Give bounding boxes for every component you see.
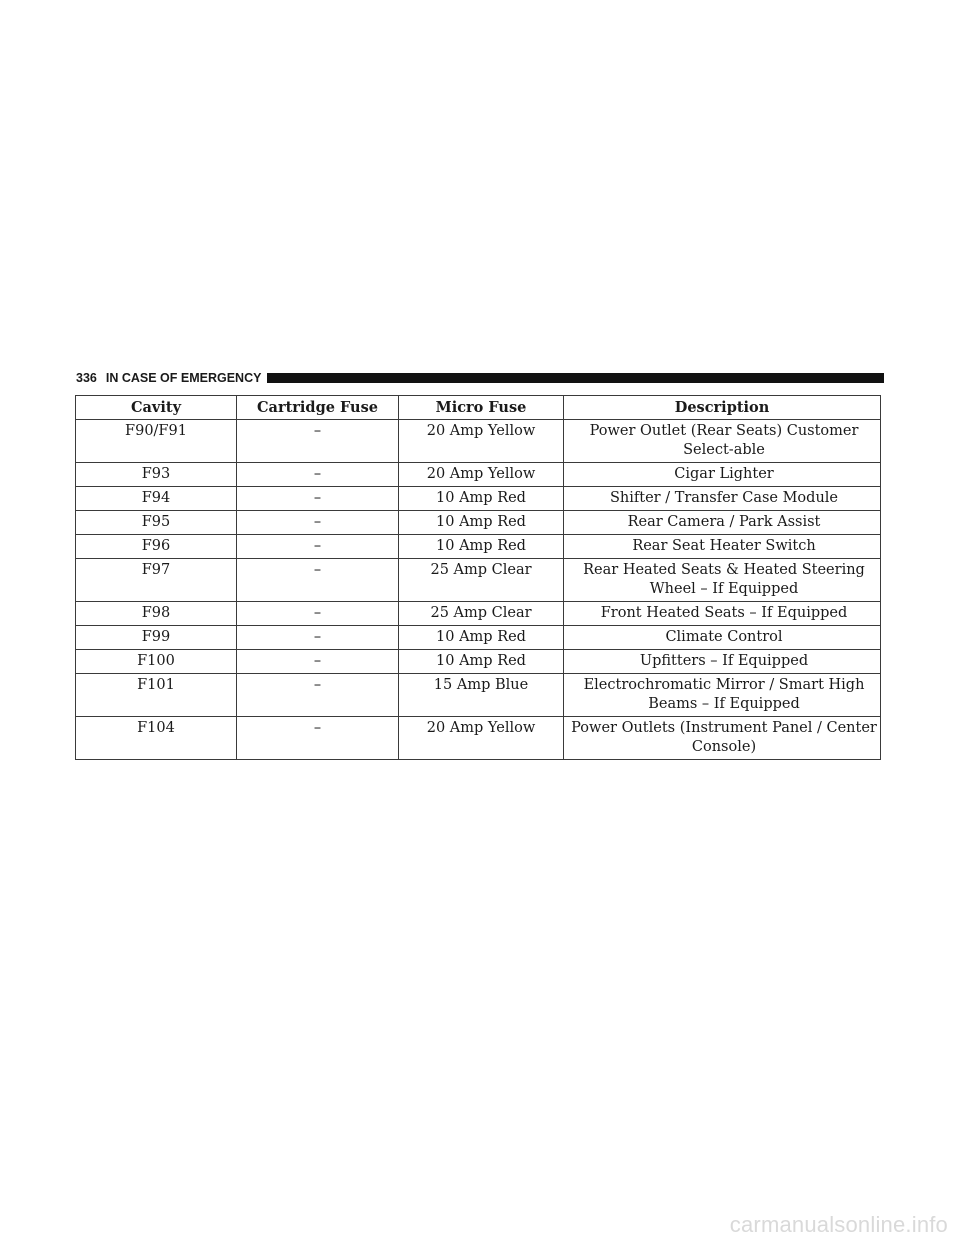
micro-fuse-cell: 25 Amp Clear [398,601,564,626]
table-row: F97 – 25 Amp Clear Rear Heated Seats & H… [75,558,881,602]
cartridge-fuse-cell: – [236,716,399,760]
table-row: F104 – 20 Amp Yellow Power Outlets (Inst… [75,716,881,760]
description-cell: Cigar Lighter [563,462,881,487]
table-row: F96 – 10 Amp Red Rear Seat Heater Switch [75,534,881,559]
cavity-cell: F96 [75,534,237,559]
cavity-cell: F99 [75,625,237,650]
cavity-cell: F104 [75,716,237,760]
description-cell: Shifter / Transfer Case Module [563,486,881,511]
column-header-cavity: Cavity [75,395,237,420]
cavity-cell: F90/F91 [75,419,237,463]
column-header-cartridge-fuse: Cartridge Fuse [236,395,399,420]
description-cell: Power Outlet (Rear Seats) Customer Selec… [563,419,881,463]
micro-fuse-cell: 15 Amp Blue [398,673,564,717]
cavity-cell: F98 [75,601,237,626]
micro-fuse-cell: 20 Amp Yellow [398,419,564,463]
watermark-text: carmanualsonline.info [729,1212,948,1237]
micro-fuse-cell: 10 Amp Red [398,534,564,559]
cavity-cell: F100 [75,649,237,674]
cartridge-fuse-cell: – [236,625,399,650]
cavity-cell: F97 [75,558,237,602]
micro-fuse-cell: 10 Amp Red [398,649,564,674]
page-number: 336 [76,371,97,385]
cavity-cell: F101 [75,673,237,717]
micro-fuse-cell: 20 Amp Yellow [398,462,564,487]
table-row: F95 – 10 Amp Red Rear Camera / Park Assi… [75,510,881,535]
table-header-row: Cavity Cartridge Fuse Micro Fuse Descrip… [75,395,881,420]
description-cell: Front Heated Seats – If Equipped [563,601,881,626]
section-title: IN CASE OF EMERGENCY [105,371,262,385]
cartridge-fuse-cell: – [236,673,399,717]
micro-fuse-cell: 20 Amp Yellow [398,716,564,760]
page-header: 336 IN CASE OF EMERGENCY [76,371,884,385]
description-cell: Electrochromatic Mirror / Smart High Bea… [563,673,881,717]
cartridge-fuse-cell: – [236,419,399,463]
column-header-micro-fuse: Micro Fuse [398,395,564,420]
description-cell: Upfitters – If Equipped [563,649,881,674]
table-row: F98 – 25 Amp Clear Front Heated Seats – … [75,601,881,626]
micro-fuse-cell: 10 Amp Red [398,625,564,650]
description-cell: Rear Camera / Park Assist [563,510,881,535]
table-row: F93 – 20 Amp Yellow Cigar Lighter [75,462,881,487]
cartridge-fuse-cell: – [236,462,399,487]
table-row: F94 – 10 Amp Red Shifter / Transfer Case… [75,486,881,511]
cartridge-fuse-cell: – [236,649,399,674]
cartridge-fuse-cell: – [236,601,399,626]
micro-fuse-cell: 25 Amp Clear [398,558,564,602]
header-rule [267,373,884,383]
description-cell: Rear Seat Heater Switch [563,534,881,559]
table-row: F101 – 15 Amp Blue Electrochromatic Mirr… [75,673,881,717]
description-cell: Power Outlets (Instrument Panel / Center… [563,716,881,760]
cartridge-fuse-cell: – [236,534,399,559]
table-row: F90/F91 – 20 Amp Yellow Power Outlet (Re… [75,419,881,463]
table-row: F99 – 10 Amp Red Climate Control [75,625,881,650]
micro-fuse-cell: 10 Amp Red [398,486,564,511]
cavity-cell: F94 [75,486,237,511]
micro-fuse-cell: 10 Amp Red [398,510,564,535]
cavity-cell: F95 [75,510,237,535]
column-header-description: Description [563,395,881,420]
description-cell: Climate Control [563,625,881,650]
fuse-table: Cavity Cartridge Fuse Micro Fuse Descrip… [75,395,881,760]
cartridge-fuse-cell: – [236,558,399,602]
description-cell: Rear Heated Seats & Heated Steering Whee… [563,558,881,602]
cartridge-fuse-cell: – [236,486,399,511]
cavity-cell: F93 [75,462,237,487]
table-row: F100 – 10 Amp Red Upfitters – If Equippe… [75,649,881,674]
cartridge-fuse-cell: – [236,510,399,535]
